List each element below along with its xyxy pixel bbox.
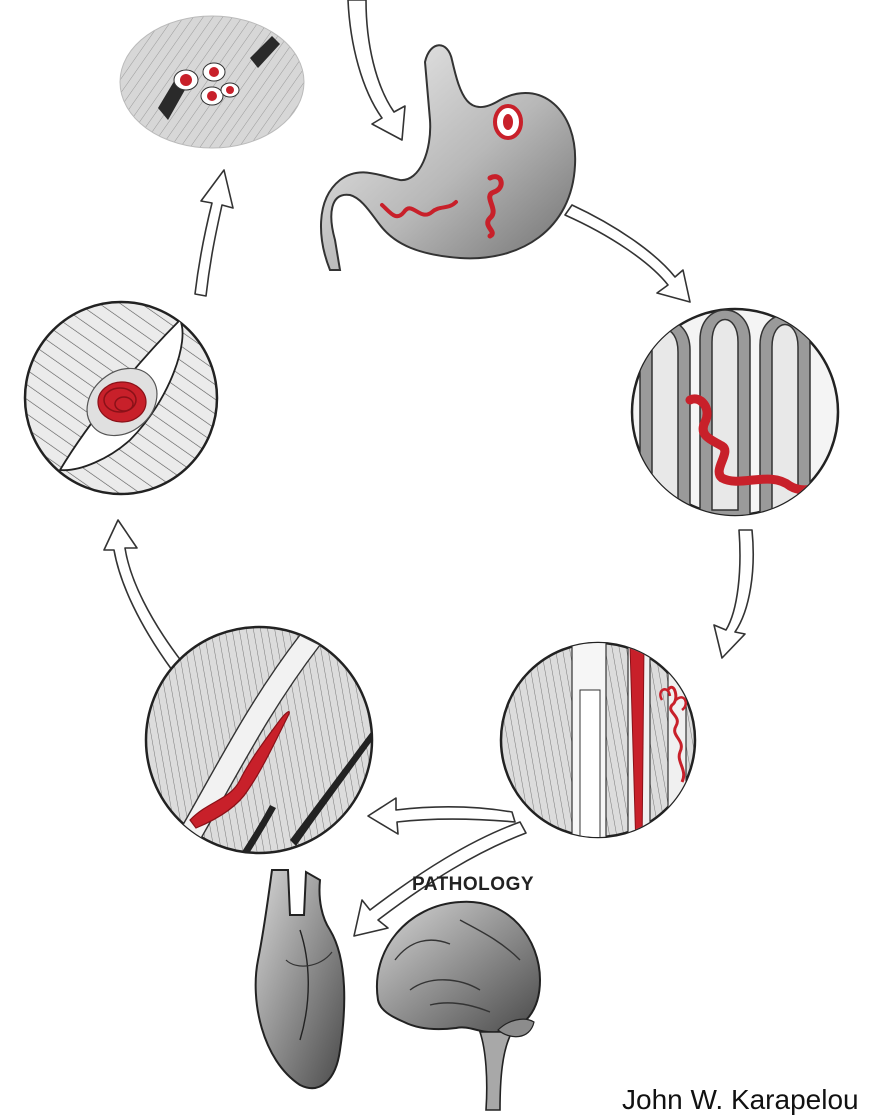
muscle-cyst-circle xyxy=(25,302,217,494)
illustrator-credit: John W. Karapelou xyxy=(622,1084,859,1116)
arrow-lymph-to-migration xyxy=(368,798,515,834)
arrow-villi-to-lymph xyxy=(714,530,753,658)
intestinal-villi-circle xyxy=(632,309,838,520)
encysted-larvae-tissue xyxy=(120,16,304,148)
pathology-label: PATHOLOGY xyxy=(412,874,534,896)
lymphatic-vessel-circle xyxy=(501,640,695,850)
arrow-migration-to-muscle xyxy=(104,520,182,670)
larva-migration-circle xyxy=(146,627,384,874)
arrow-stomach-to-villi xyxy=(565,205,690,302)
brain-illustration xyxy=(377,902,540,1110)
heart-illustration xyxy=(256,870,345,1088)
ingestion-arrow xyxy=(348,0,405,140)
stomach-illustration xyxy=(321,45,575,270)
arrow-muscle-to-tissue xyxy=(195,170,233,296)
